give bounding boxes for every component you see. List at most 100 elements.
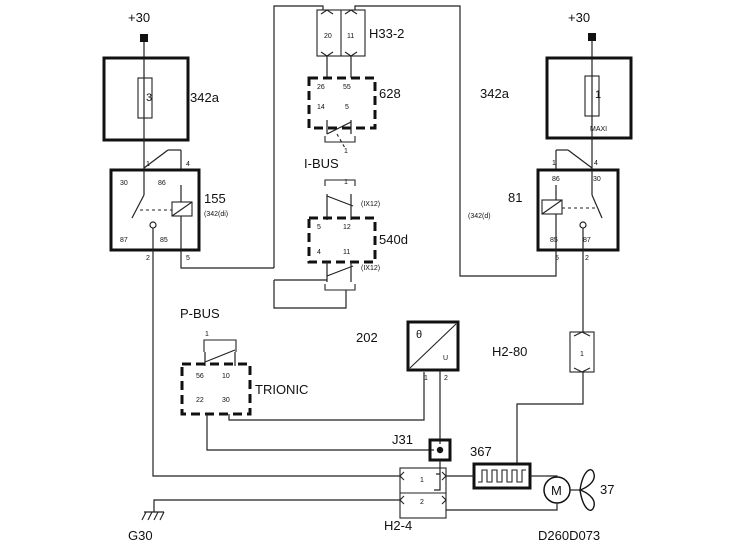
h33-pin11: 11 <box>347 33 354 40</box>
ground-g30-label: G30 <box>128 528 153 543</box>
sensor-u: U <box>443 355 448 362</box>
trionic-pin22: 22 <box>196 397 204 404</box>
battery-terminal-left <box>140 34 148 42</box>
switch-628-label: 628 <box>379 86 401 101</box>
fan-37-label: 37 <box>600 482 614 497</box>
plus30-right-label: +30 <box>568 10 590 25</box>
relay-155-pin86: 86 <box>158 180 166 187</box>
wire-left-loop <box>273 5 324 268</box>
sensor-pin1: 1 <box>424 375 428 382</box>
relay-81-n2: 2 <box>585 255 589 262</box>
battery-terminal-right <box>588 33 596 41</box>
switch-540d-label: 540d <box>379 232 408 247</box>
relay-155-coil <box>171 201 193 217</box>
sw540-pin5: 5 <box>317 224 321 231</box>
relay-155-pin87: 87 <box>120 237 128 244</box>
sw540-pin4: 4 <box>317 249 321 256</box>
i-bus-label: I-BUS <box>304 156 339 171</box>
sw540-pin11: 11 <box>343 249 350 256</box>
trionic-pin10: 10 <box>222 373 230 380</box>
fuse-right-number: 1 <box>595 89 601 101</box>
motor-m-label: M <box>551 483 562 498</box>
h24-pin1: 1 <box>420 477 424 484</box>
h24-pin2: 2 <box>420 499 424 506</box>
fan-blade-icon <box>577 469 595 511</box>
fuse-element-left <box>137 77 153 119</box>
wire-motor-return <box>446 503 558 511</box>
small-1b: 1 <box>344 179 348 186</box>
plus30-left-label: +30 <box>128 10 150 25</box>
fuse-right-tag: MAXI <box>590 126 607 133</box>
wire-h280-resistor <box>516 372 584 464</box>
wire-j31-h24 <box>434 474 441 491</box>
relay-81-pin86: 86 <box>552 176 560 183</box>
fuse-right-id: 342a <box>480 86 510 101</box>
wire-trionic-22-j31 <box>206 414 434 451</box>
fuse-left-number: 3 <box>146 92 152 104</box>
trionic-label: TRIONIC <box>255 382 308 397</box>
trionic-module: P-BUS 1 56 10 22 30 TRIONIC <box>180 306 434 451</box>
fan-circuit: H2-80 1 367 M 37 <box>446 250 614 511</box>
left-power-branch: +30 3 342a 30 86 87 85 4 1 2 5 155 (34 <box>102 10 228 262</box>
h33-2-label: H33-2 <box>369 26 404 41</box>
sensor-202-label: 202 <box>356 330 378 345</box>
relay-155-n4: 4 <box>186 161 190 168</box>
sw628-pin5: 5 <box>345 104 349 111</box>
relay-81-pin30: 30 <box>593 176 601 183</box>
relay-155-n1: 1 <box>146 161 150 168</box>
relay-81-box <box>536 168 620 252</box>
switch-540d-box <box>307 216 377 264</box>
trionic-pin30: 30 <box>222 397 230 404</box>
small-1a: 1 <box>344 148 348 155</box>
relay-81-pin87: 87 <box>583 237 591 244</box>
fuse-342a-right-box <box>545 56 633 140</box>
fuse-342a-left-box <box>102 56 190 142</box>
sensor-theta: θ <box>416 329 422 341</box>
h33-pin20: 20 <box>324 33 332 40</box>
wire-relay155-87-h24 <box>152 250 400 477</box>
relay-155-ref: (342(di) <box>204 211 228 218</box>
relay-81-n4: 4 <box>594 160 598 167</box>
resistor-367-label: 367 <box>470 444 492 459</box>
wire-h24-ground <box>153 499 400 512</box>
relay-155-box <box>109 168 201 252</box>
relay-81-n5: 5 <box>555 255 559 262</box>
resistor-element <box>478 469 526 483</box>
sw540-tag1: (IX12) <box>361 201 380 208</box>
trionic-box <box>180 362 252 416</box>
trionic-pin56: 56 <box>196 373 204 380</box>
connector-h2-4-group: 1 2 H2-4 G30 D260D073 <box>128 250 600 543</box>
relay-81-coil <box>541 199 563 215</box>
center-switch-chain: 20 11 H33-2 26 55 14 5 628 1 I-BUS 1 (IX… <box>180 5 557 309</box>
switch-628-box <box>307 76 377 130</box>
right-power-branch: +30 1 MAXI 342a 86 30 85 87 1 4 5 2 81 <box>468 10 633 262</box>
wire-trionic-30-sensor <box>228 372 425 421</box>
sensor-202-box <box>406 320 460 372</box>
wire-relay155-85 <box>180 250 274 269</box>
wire-right-loop <box>354 5 557 277</box>
relay-155-n2: 2 <box>146 255 150 262</box>
p-bus-label: P-BUS <box>180 306 220 321</box>
h2-4-label: H2-4 <box>384 518 412 533</box>
sw628-pin26: 26 <box>317 84 325 91</box>
h280-pin1: 1 <box>580 351 584 358</box>
j31-label: J31 <box>392 432 413 447</box>
diagram-code: D260D073 <box>538 528 600 543</box>
relay-81-pin85: 85 <box>550 237 558 244</box>
small-1c: 1 <box>205 331 209 338</box>
relay-81-label: 81 <box>508 190 522 205</box>
ground-icon <box>141 511 165 521</box>
relay-155-pin30: 30 <box>120 180 128 187</box>
sensor-pin2: 2 <box>444 375 448 382</box>
sw628-pin55: 55 <box>343 84 351 91</box>
sw540-pin12: 12 <box>343 224 351 231</box>
relay-155-label: 155 <box>204 191 226 206</box>
sw628-pin14: 14 <box>317 104 325 111</box>
relay-155-pin85: 85 <box>160 237 168 244</box>
fuse-left-id: 342a <box>190 90 220 105</box>
relay-81-ref: (342(d) <box>468 213 491 220</box>
temperature-sensor: 202 θ U 1 2 J31 <box>356 320 460 491</box>
h2-80-label: H2-80 <box>492 344 527 359</box>
relay-81-n1: 1 <box>552 160 556 167</box>
